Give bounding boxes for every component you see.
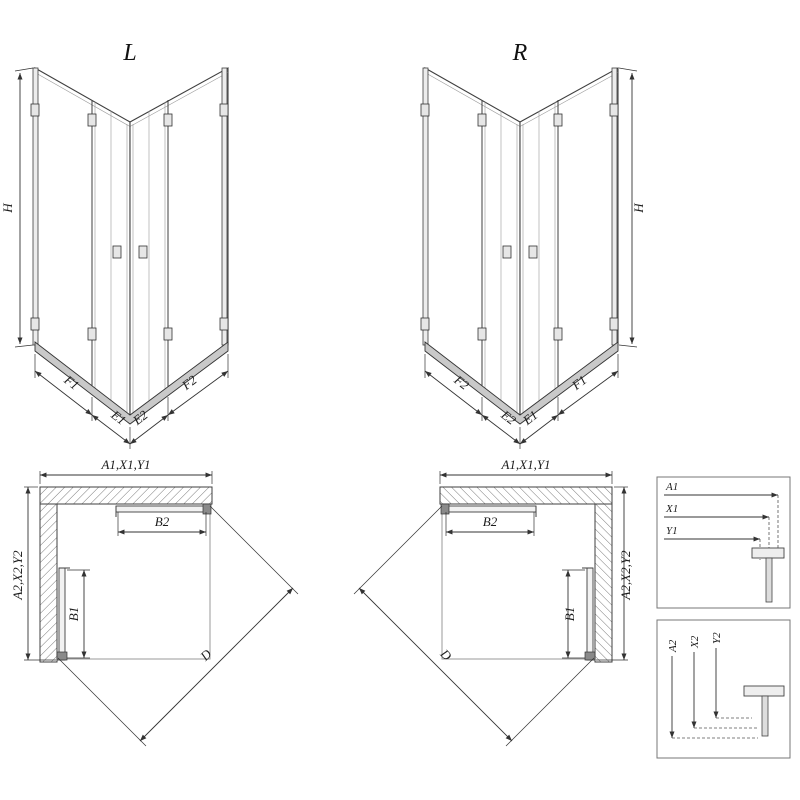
h-left-ext-bottom [14, 344, 34, 348]
iso-right-h-label: H [631, 203, 646, 214]
plan-right-b2-label: B2 [483, 514, 498, 529]
detail-y2-label: Y2 [711, 632, 723, 644]
plan-right-top-dim-label: A1,X1,Y1 [500, 457, 550, 472]
iso-view-left: L H F1 E1 E2 F2 [0, 40, 228, 449]
iso-right-e1-label: E1 [519, 407, 540, 428]
h-right-ext-top [618, 67, 638, 72]
detail-top-wall-profile [751, 547, 785, 559]
h-left-ext-top [14, 67, 34, 72]
plan-left-top-dim-label: A1,X1,Y1 [100, 457, 150, 472]
plan-right-side-dim-label: A2,X2,Y2 [618, 550, 633, 601]
iso-right-f1-label: F1 [568, 372, 589, 393]
iso-right-title: R [512, 40, 528, 66]
plan-right-drawing [354, 471, 628, 746]
h-right-ext-bottom [618, 344, 638, 348]
iso-view-right: R H F2 E2 E1 F1 [421, 40, 646, 449]
detail-bottom-wall-profile [743, 685, 785, 697]
detail-x2-label: X2 [689, 635, 701, 649]
detail-a2-label: A2 [667, 639, 679, 653]
detail-bottom-glass-panel [761, 695, 769, 737]
iso-left-title: L [122, 40, 136, 66]
detail-y1-label: Y1 [666, 525, 678, 537]
iso-left-f1-label: F1 [61, 371, 82, 392]
detail-box-bottom: A2 X2 Y2 [656, 619, 791, 759]
iso-left-drawing [31, 68, 228, 449]
detail-top-glass-panel [765, 557, 773, 603]
detail-box-top: A1 X1 Y1 [656, 476, 791, 609]
plan-left-b1-label: B1 [66, 607, 81, 621]
iso-left-e1-label: E1 [108, 406, 129, 427]
plan-view-left: A1,X1,Y1 A2,X2,Y2 B2 B1 D [10, 457, 298, 746]
plan-right-b1-label: B1 [562, 607, 577, 621]
plan-left-b2-label: B2 [155, 514, 170, 529]
plan-view-right: A1,X1,Y1 A2,X2,Y2 B2 B1 D [354, 457, 633, 746]
iso-right-drawing [421, 68, 618, 449]
iso-left-h-label: H [0, 203, 15, 214]
detail-x1-label: X1 [665, 503, 678, 515]
plan-left-side-dim-label: A2,X2,Y2 [10, 550, 25, 601]
detail-a1-label: A1 [665, 481, 678, 493]
